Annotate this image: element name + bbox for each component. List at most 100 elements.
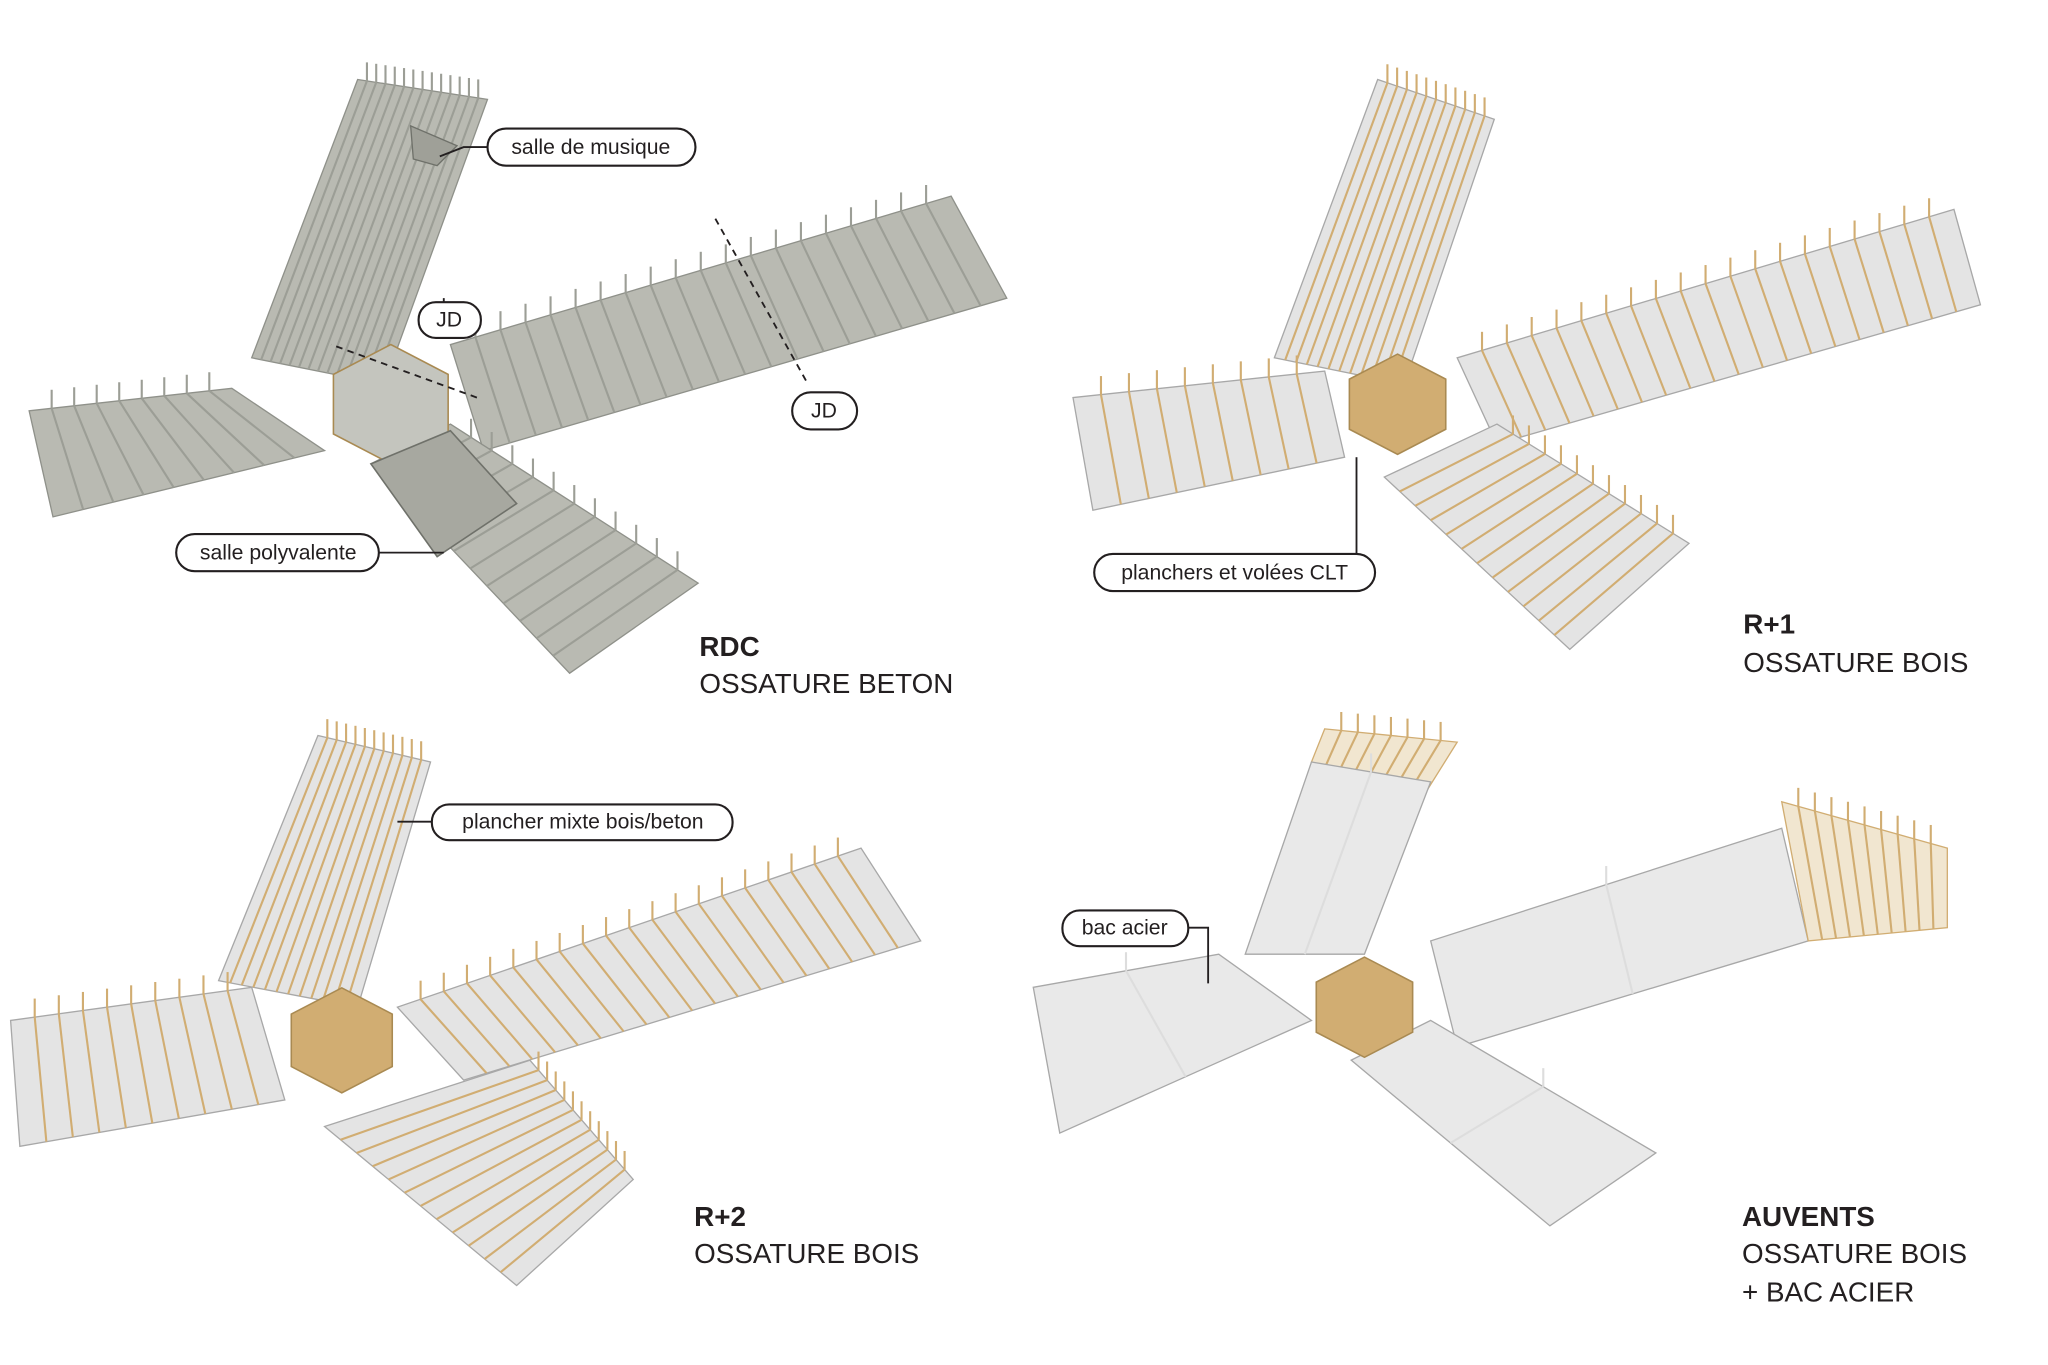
rib-beam: [73, 405, 115, 503]
leader-line: [1188, 926, 1210, 984]
svg-text:JD: JD: [811, 400, 837, 423]
rib-beam: [1729, 275, 1764, 368]
rib-beam: [489, 974, 556, 1053]
callout-plancher-mixte: plancher mixte bois/beton: [430, 803, 734, 842]
rib-beam: [1605, 884, 1634, 995]
rib-beam: [118, 400, 175, 488]
rib-beam: [1327, 95, 1428, 370]
rib-beam: [1324, 730, 1343, 767]
rib-beam: [1505, 342, 1547, 431]
r2-south-wing: [323, 1059, 635, 1287]
rib-beam: [774, 247, 825, 352]
rib-beam: [1183, 385, 1206, 487]
rib-beam: [466, 982, 534, 1060]
rib-beam: [549, 314, 590, 421]
rib-beam: [850, 225, 904, 330]
callout-salle-polyvalente: salle polyvalente: [175, 533, 380, 573]
rib-beam: [1125, 970, 1187, 1078]
rib-beam: [524, 321, 564, 429]
rib-beam: [1913, 838, 1921, 931]
rib-beam: [1630, 305, 1668, 396]
rib-beam: [1846, 820, 1865, 936]
rib-beam: [799, 240, 851, 345]
auvents-west-roof: [1032, 953, 1313, 1135]
rib-beam: [483, 1158, 617, 1260]
rib-beam: [1679, 290, 1716, 382]
rib-beam: [1461, 472, 1578, 550]
rib-beam: [333, 757, 413, 1004]
rib-beam: [1284, 82, 1389, 361]
panel-label-r2: R+2 OSSATURE BOIS: [694, 1201, 919, 1269]
rib-beam: [1863, 824, 1879, 935]
callout-jd-center: JD: [417, 301, 482, 339]
rib-beam: [186, 392, 265, 467]
rib-beam: [1352, 733, 1376, 775]
rib-beam: [1555, 327, 1595, 417]
auvents-north-roof: [1244, 761, 1432, 955]
salle-polyvalente-volume: [369, 429, 518, 558]
rib-beam: [208, 389, 296, 459]
rib-beam: [1295, 373, 1318, 464]
rib-beam: [1239, 379, 1262, 476]
rib-beam: [307, 87, 415, 370]
svg-text:salle de musique: salle de musique: [511, 136, 670, 159]
rib-beam: [388, 1098, 565, 1181]
r1-west-wing: [1072, 370, 1346, 512]
rib-beam: [721, 895, 785, 984]
callout-planchers-clt: planchers et volées CLT: [1093, 552, 1377, 593]
rib-beam: [1754, 268, 1789, 361]
rib-beam: [1414, 443, 1530, 507]
rib-beam: [836, 855, 899, 949]
rib-beam: [1338, 99, 1437, 372]
rib-beam: [178, 997, 207, 1115]
rib-beam: [825, 232, 877, 337]
rib-beam: [1553, 532, 1674, 636]
rib-beam: [1303, 771, 1373, 955]
rib-beam: [1538, 522, 1658, 622]
rib-beam: [1878, 231, 1909, 326]
rib-beam: [1305, 89, 1408, 365]
rib-beam: [1704, 283, 1740, 375]
rib-beam: [1896, 834, 1907, 932]
rib-beam: [372, 1089, 557, 1168]
rib-beam: [95, 402, 145, 496]
rib-beam: [582, 942, 648, 1026]
rdc-east-wing: [449, 195, 1008, 452]
svg-text:OSSATURE BOIS: OSSATURE BOIS: [694, 1238, 919, 1269]
svg-text:R+2: R+2: [694, 1201, 746, 1232]
rib-beam: [1654, 298, 1692, 389]
svg-text:OSSATURE BOIS: OSSATURE BOIS: [1743, 647, 1968, 678]
rib-beam: [252, 741, 348, 988]
rib-beam: [552, 568, 679, 657]
rib-beam: [1813, 810, 1838, 939]
rib-beam: [1491, 492, 1610, 579]
rib-beam: [1338, 731, 1359, 771]
salle-de-musique-volume: [409, 124, 459, 167]
rib-beam: [628, 927, 694, 1012]
rib-beam: [605, 934, 671, 1019]
rib-beam: [1605, 312, 1643, 403]
rib-beam: [1828, 246, 1861, 340]
rib-beam: [33, 1017, 48, 1142]
rib-beam: [624, 292, 668, 398]
rib-beam: [1929, 843, 1935, 930]
rib-beam: [1445, 462, 1562, 536]
rib-beam: [512, 966, 579, 1046]
callout-jd-east: JD: [791, 391, 859, 431]
rib-beam: [373, 97, 480, 383]
rib-beam: [287, 748, 376, 995]
rib-beam: [340, 1069, 539, 1141]
rib-beam: [1349, 102, 1447, 374]
rib-beam: [1267, 376, 1290, 470]
rib-beam: [875, 217, 930, 322]
svg-text:R+1: R+1: [1743, 608, 1795, 639]
rib-beam: [558, 950, 625, 1033]
rib-beam: [1430, 452, 1546, 522]
buildings-layer: [9, 62, 1982, 1287]
rib-beam: [452, 1138, 600, 1234]
rib-beam: [345, 759, 423, 1006]
rib-beam: [226, 990, 260, 1105]
rib-beam: [1295, 85, 1399, 363]
rdc-west-wing: [28, 387, 327, 518]
